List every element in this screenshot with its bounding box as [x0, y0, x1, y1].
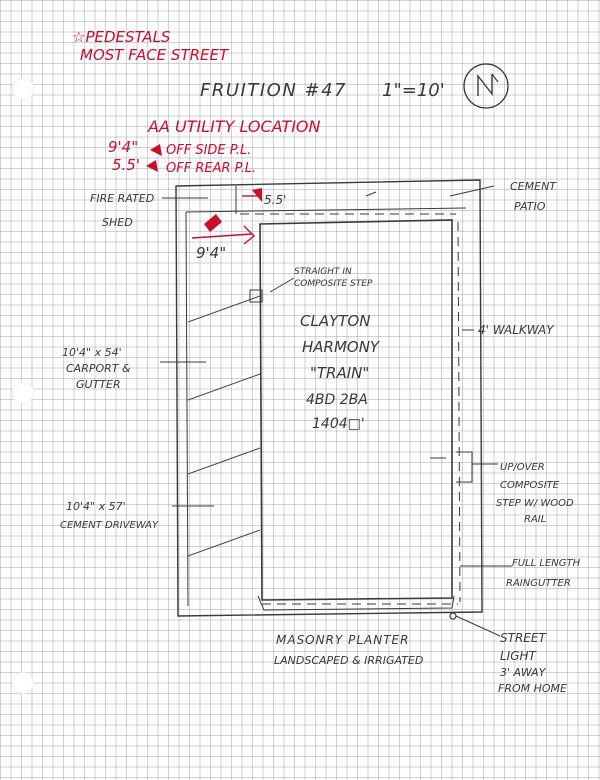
streetlight-label-4: FROM HOME: [498, 682, 567, 695]
raingutter-label-2: RAINGUTTER: [506, 578, 571, 589]
pedestals-note-line1: ☆PEDESTALS: [72, 28, 171, 46]
carport-hatch: [187, 295, 261, 557]
home-label-5: 1404□': [312, 416, 365, 432]
cement-patio-label-2: PATIO: [514, 200, 546, 213]
utility-side-text: OFF SIDE P.L.: [166, 143, 251, 158]
raingutter-label-1: FULL LENGTH: [512, 558, 581, 569]
straight-in-label-2: COMPOSITE STEP: [294, 279, 373, 289]
binder-hole: [12, 382, 34, 404]
binder-hole: [12, 78, 34, 100]
cement-patio-label-1: CEMENT: [510, 180, 557, 193]
home-footprint: [259, 219, 453, 601]
driveway-label-1: 10'4" x 57': [66, 500, 126, 513]
home-label-4: 4BD 2BA: [306, 392, 368, 408]
planter-strip: [257, 595, 455, 611]
pedestals-note-line2: MOST FACE STREET: [80, 46, 230, 64]
streetlight-label-3: 3' AWAY: [500, 666, 547, 679]
planter-label-1: MASONRY PLANTER: [276, 633, 409, 647]
step-marks: [249, 289, 473, 483]
dim-left-94: 9'4": [196, 244, 226, 262]
leader-lines: [160, 185, 512, 637]
page-title: FRUITION #47: [200, 80, 347, 101]
scale-label: 1"=10': [382, 80, 445, 101]
property-boundary: [175, 179, 483, 617]
planter-label-2: LANDSCAPED & IRRIGATED: [274, 654, 423, 667]
fire-rated-label-2: SHED: [102, 216, 133, 229]
utility-rear-dim: 5.5': [112, 156, 140, 174]
upover-label-1: UP/OVER: [500, 462, 545, 473]
upover-label-3: STEP W/ WOOD: [496, 498, 574, 509]
north-arrow-icon: [463, 63, 509, 109]
walkway-label: 4' WALKWAY: [478, 323, 555, 337]
utility-dimension-marks: [191, 195, 258, 245]
carport-label-2: CARPORT &: [66, 362, 131, 375]
home-label-1: CLAYTON: [300, 312, 370, 330]
walkway-line: [240, 213, 461, 605]
dim-top-55: 5.5': [264, 193, 286, 207]
utility-side-dim: 9'4": [108, 138, 138, 156]
fire-rated-label-1: FIRE RATED: [90, 192, 154, 205]
driveway-label-2: CEMENT DRIVEWAY: [60, 520, 159, 531]
upover-label-2: COMPOSITE: [500, 480, 560, 491]
home-label-2: HARMONY: [302, 338, 381, 356]
upover-label-4: RAIL: [524, 514, 546, 525]
home-label-3: "TRAIN": [310, 364, 369, 382]
binder-hole: [12, 672, 34, 694]
carport-label-3: GUTTER: [76, 378, 121, 391]
property-lines: [175, 179, 483, 617]
straight-in-label-1: STRAIGHT IN: [294, 267, 352, 277]
utility-rear-text: OFF REAR P.L.: [166, 161, 256, 176]
north-label: N: [481, 78, 482, 80]
carport-label-1: 10'4" x 54': [62, 346, 122, 359]
utility-heading: AA UTILITY LOCATION: [147, 117, 321, 136]
streetlight-label-1: STREET: [500, 631, 547, 645]
street-light-icon: [449, 612, 457, 620]
streetlight-label-2: LIGHT: [500, 649, 538, 663]
red-ink-marks: [146, 144, 262, 232]
